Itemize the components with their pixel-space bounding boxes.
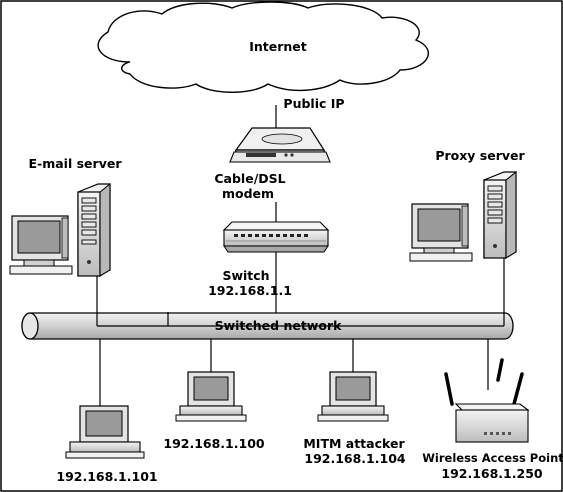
wap-label-line1: Wireless Access Point <box>422 451 563 465</box>
modem-label-line2: modem <box>222 186 274 201</box>
modem-icon <box>229 127 331 163</box>
access-point-icon <box>444 358 530 443</box>
modem-label-line1: Cable/DSL <box>214 171 285 186</box>
proxy-server-label: Proxy server <box>435 148 525 163</box>
workstation-100-icon <box>175 371 247 422</box>
host-101-label: 192.168.1.101 <box>56 469 157 484</box>
mitm-attacker-icon <box>317 371 389 422</box>
internet-cloud-icon <box>97 1 429 93</box>
mitm-label-line1: MITM attacker <box>303 436 405 451</box>
proxy-server-icon <box>409 170 517 262</box>
internet-label: Internet <box>249 39 307 54</box>
workstation-101-icon <box>65 405 145 459</box>
public-ip-label: Public IP <box>283 96 344 111</box>
host-100-label: 192.168.1.100 <box>163 436 265 451</box>
mitm-label-line2: 192.168.1.104 <box>304 451 406 466</box>
email-server-icon <box>9 182 111 277</box>
bus-overlay-lines <box>96 313 505 327</box>
switched-network-label: Switched network <box>215 318 343 333</box>
switch-label-line2: 192.168.1.1 <box>208 283 292 298</box>
switch-label-line1: Switch <box>222 268 269 283</box>
wap-label-line2: 192.168.1.250 <box>441 466 543 481</box>
email-server-label: E-mail server <box>29 156 123 171</box>
switch-icon <box>222 221 330 253</box>
